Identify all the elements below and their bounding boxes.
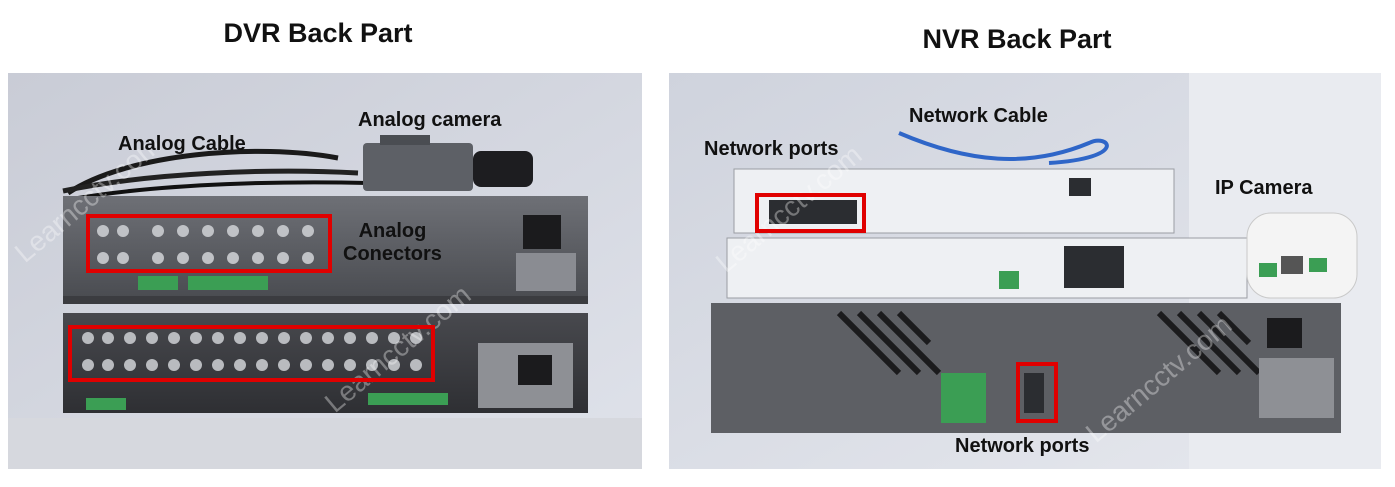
analog-cable-label: Analog Cable [118,133,246,155]
analog-camera-label: Analog camera [358,109,502,131]
network-ports-top-label: Network ports [704,138,839,160]
nvr-heading: NVR Back Part [922,24,1112,54]
dvr-photo: Learncctv.com Learncctv.com Analog Cable… [8,73,642,469]
analog-connectors-highlight-bottom [68,325,435,382]
analog-connectors-line2: Conectors [343,243,442,265]
ip-camera-label: IP Camera [1215,177,1313,199]
analog-connectors-highlight-top [86,214,332,273]
network-ports-highlight-bottom [1016,362,1058,423]
nvr-photo: Learncctv.com Learncctv.com Network Cabl… [669,73,1381,469]
analog-connectors-line1: Analog [358,220,427,242]
network-cable-label: Network Cable [909,105,1048,127]
nvr-photo-illustration [669,73,1381,469]
analog-connectors-label: Analog Conectors [343,220,442,266]
dvr-photo-illustration [8,73,642,469]
network-ports-bottom-label: Network ports [955,435,1090,457]
network-ports-highlight-top [755,193,866,233]
dvr-heading: DVR Back Part [223,18,413,48]
